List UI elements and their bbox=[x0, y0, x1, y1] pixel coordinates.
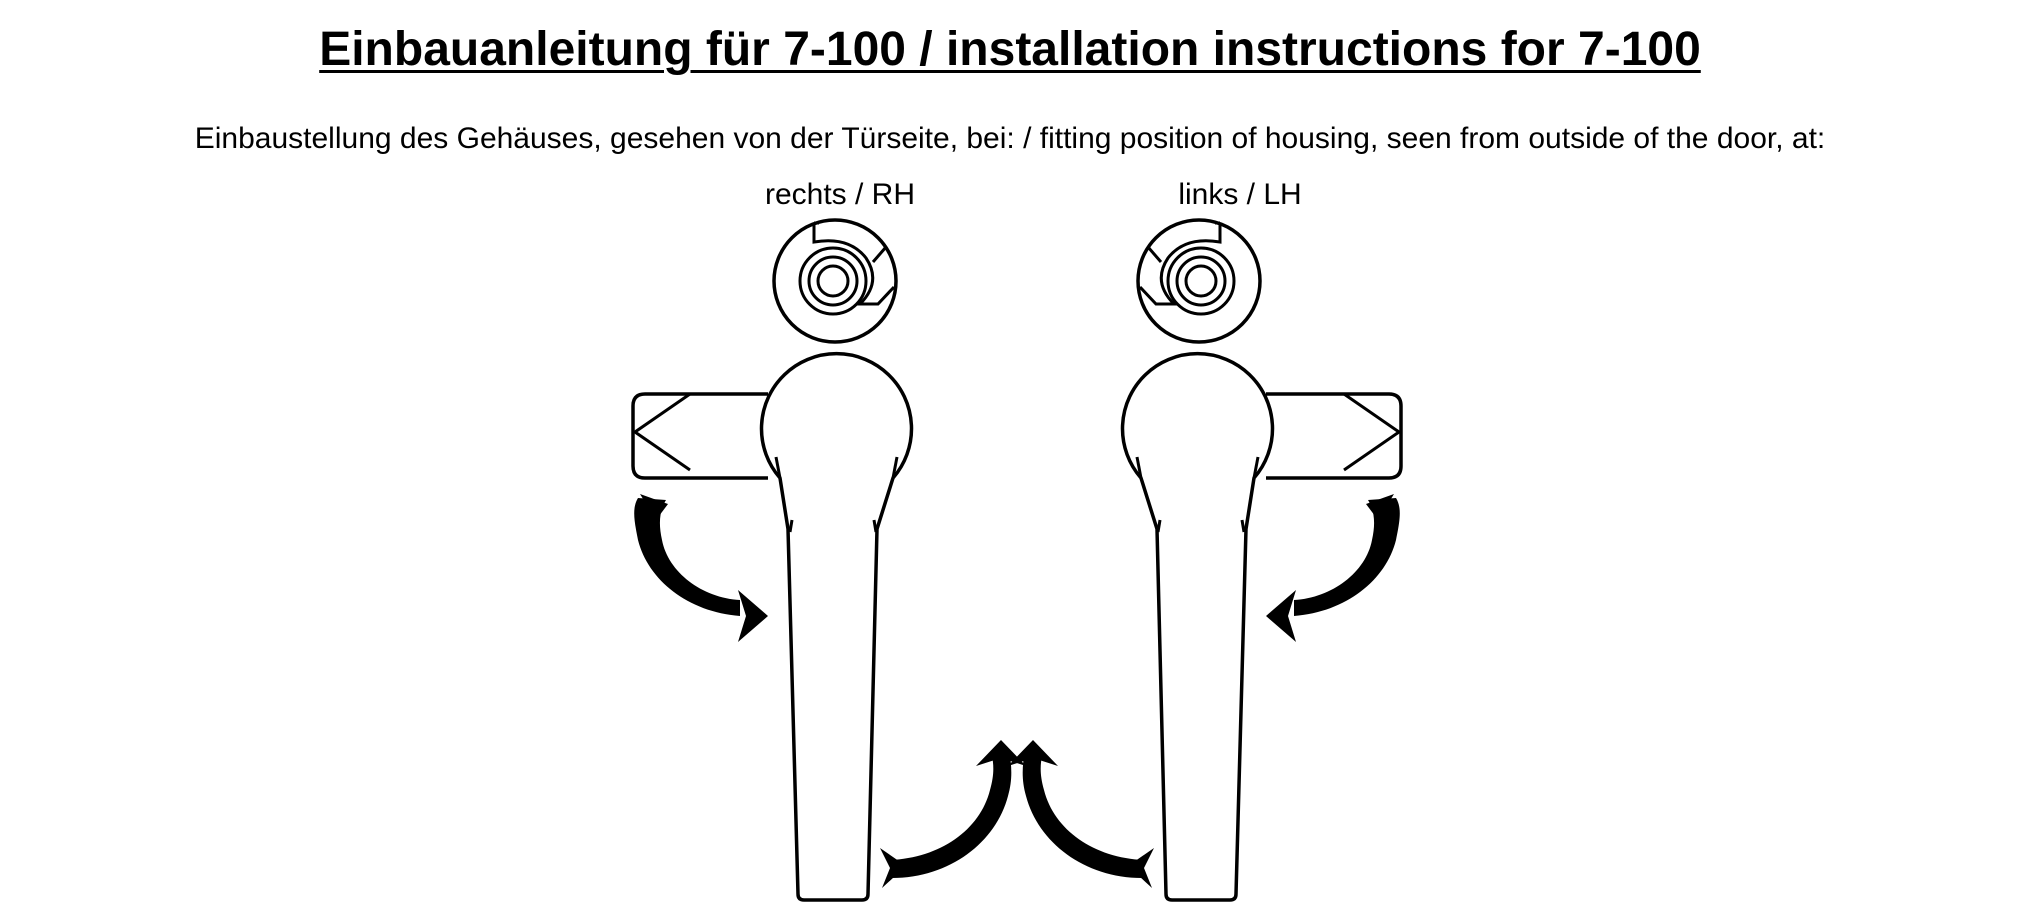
side-label-lh: links / LH bbox=[1178, 178, 1302, 211]
rotation-arrow-lh-lower bbox=[1008, 740, 1154, 888]
rotation-arrow-rh-lower bbox=[880, 740, 1026, 888]
side-label-rh: rechts / RH bbox=[764, 178, 916, 211]
page-title: Einbauanleitung für 7-100 / installation… bbox=[319, 23, 1701, 76]
rotation-arrow-lh-upper bbox=[1266, 494, 1400, 642]
handle-rh bbox=[631, 351, 914, 902]
rotation-arrow-rh-upper bbox=[634, 494, 768, 642]
fitting-position-caption: Einbaustellung des Gehäuses, gesehen von… bbox=[194, 122, 1826, 155]
housing-rh bbox=[772, 218, 898, 344]
housing-lh bbox=[1136, 218, 1262, 344]
handle-lh bbox=[1120, 351, 1403, 902]
